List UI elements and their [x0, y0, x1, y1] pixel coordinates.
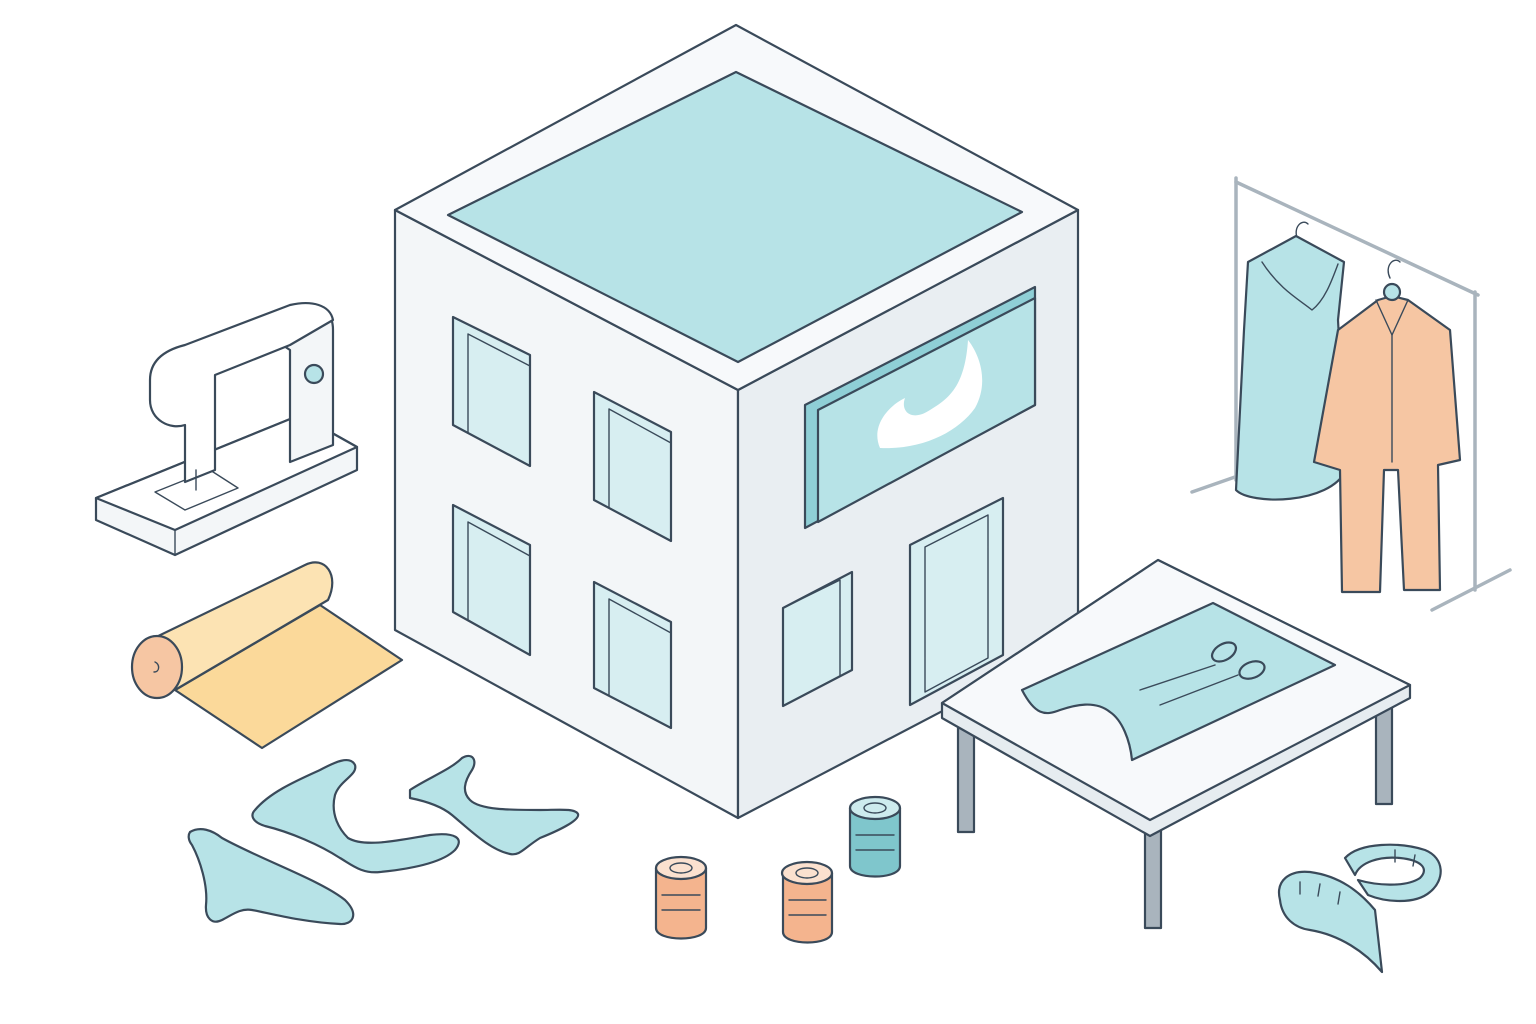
fabric-roll-icon [130, 561, 404, 750]
thread-spool-icon [654, 855, 708, 940]
measuring-tape-icon [1277, 843, 1442, 974]
bra-pattern-piece-icon [408, 754, 580, 856]
scissors-icon [1139, 641, 1266, 706]
building-window [592, 390, 673, 543]
thread-spool-icon [780, 860, 834, 944]
thread-spool-icon [848, 795, 902, 878]
sewing-machine-icon [94, 302, 359, 557]
building-door [908, 496, 1005, 707]
bra-logo-icon [877, 340, 983, 449]
panty-pattern-piece-icon [187, 828, 355, 926]
building-window [451, 503, 532, 657]
cutting-table-icon [940, 558, 1412, 930]
clothing-rack-icon [1190, 176, 1512, 612]
bra-pattern-piece-icon [251, 758, 460, 874]
factory-sign [803, 285, 1037, 530]
building-window [592, 580, 673, 730]
factory-building-icon [393, 23, 1080, 820]
building-window [781, 570, 854, 708]
building-window [451, 315, 532, 468]
